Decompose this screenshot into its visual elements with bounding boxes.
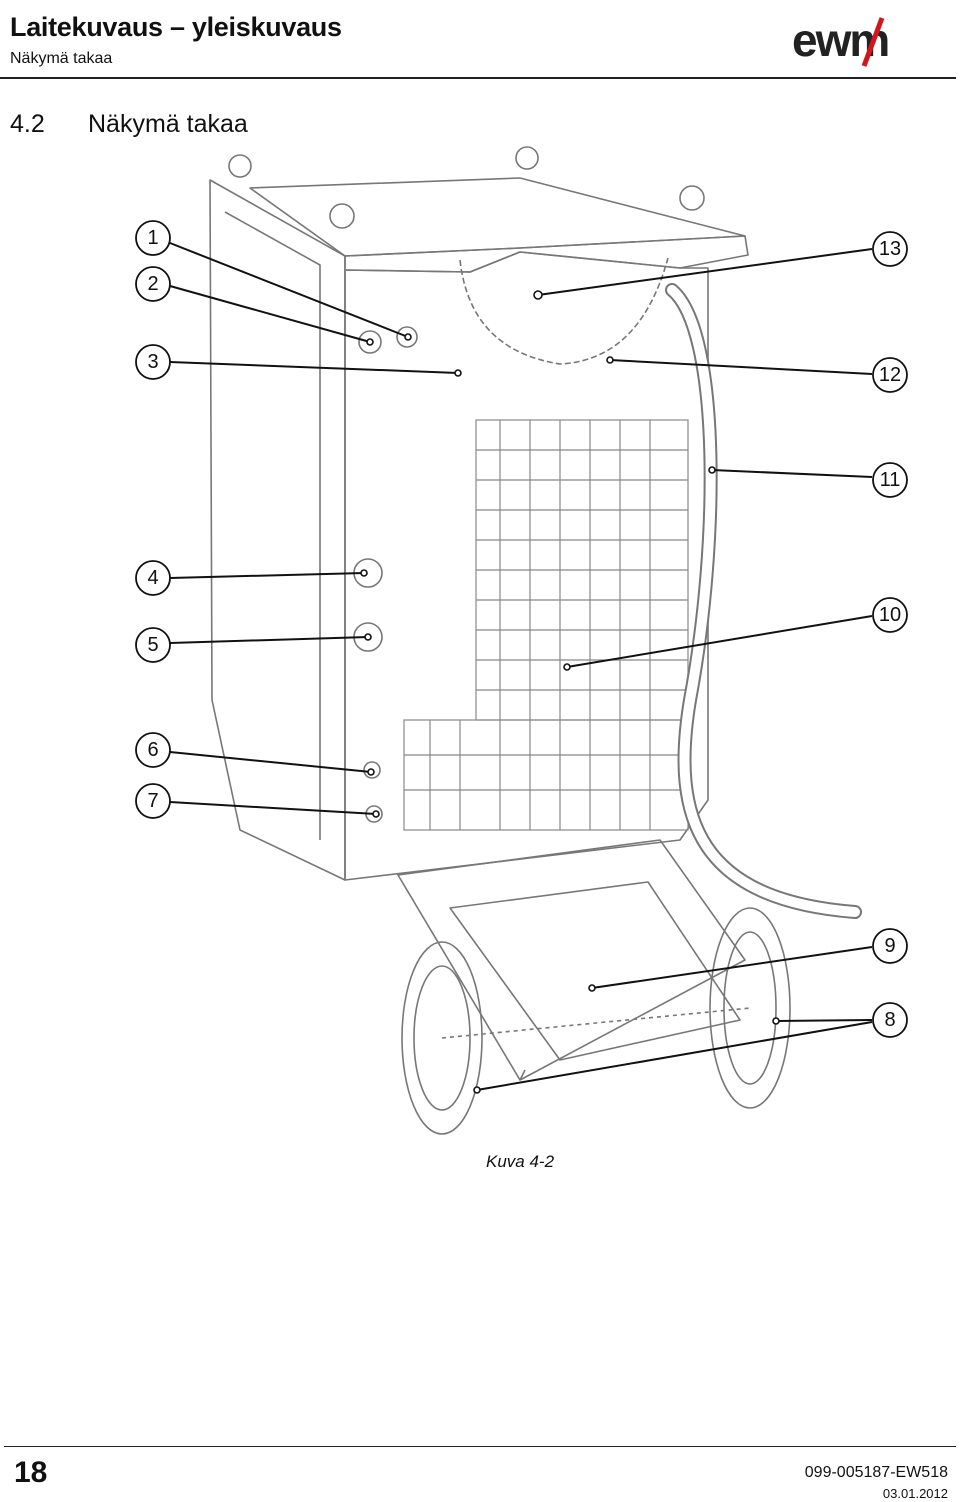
callout-5: 5 [135,627,171,663]
leader-7 [169,801,377,815]
svg-text:6: 6 [147,739,158,761]
callout-3: 3 [135,344,171,380]
callout-4: 4 [135,560,171,596]
leader-5 [169,636,369,644]
safety-chain [459,257,669,365]
side-panel [209,179,346,881]
leader-6 [169,751,372,773]
svg-text:13: 13 [879,238,901,260]
header-title: Laitekuvaus – yleiskuvaus [10,12,342,42]
lifting-eye [228,154,252,178]
callout-6: 6 [135,732,171,768]
wheel-right [709,907,791,1109]
side-panel-edge [224,211,321,840]
gas-bottle-tray [449,881,741,1061]
figure-caption: Kuva 4-2 [486,1152,555,1171]
gas-hose [667,285,860,917]
section-number: 4.2 [10,110,45,138]
socket [358,330,382,354]
leader-12 [609,359,873,375]
rear-panel [344,251,709,881]
section-heading: 4.2 Näkymä takaa [10,110,248,139]
svg-text:12: 12 [879,364,901,386]
leader-point [772,1017,780,1025]
footer-divider [4,1446,956,1447]
callout-9: 9 [872,928,908,964]
svg-text:2: 2 [147,273,158,295]
leader-point [454,369,462,377]
leader-point [563,663,571,671]
wheel-left-hub [413,965,471,1111]
header-divider [0,77,956,79]
leader-11 [711,469,873,478]
leader-8a [775,1019,873,1022]
leader-point [606,356,614,364]
svg-text:5: 5 [147,634,158,656]
callout-7: 7 [135,783,171,819]
leader-3 [169,361,459,374]
leader-point [533,290,543,300]
callout-11: 11 [872,462,908,498]
svg-text:10: 10 [879,604,901,626]
ewm-logo: ewm [792,16,890,67]
leader-9 [591,946,873,989]
machine-rear-view-drawing: 1 2 3 4 5 6 7 8 9 10 11 12 13 [135,146,908,1135]
leader-point [367,768,375,776]
callout-1: 1 [135,220,171,256]
leader-10 [566,615,873,668]
leader-point [366,338,374,346]
lifting-eye [515,146,539,170]
leader-13 [537,248,873,296]
lifting-eye [329,203,355,229]
socket [396,326,418,348]
leader-point [364,633,372,641]
leader-point [372,810,380,818]
leader-point [404,333,412,341]
wheel-left [401,941,483,1135]
leader-point [360,569,368,577]
page-number: 18 [14,1456,48,1489]
lifting-eye [679,185,705,211]
leader-point [473,1086,481,1094]
svg-text:1: 1 [147,227,158,249]
trolley-frame [397,839,746,1081]
callout-13: 13 [872,231,908,267]
logo-red-slash [861,17,885,67]
svg-text:8: 8 [884,1009,895,1031]
leader-2 [169,285,371,343]
callout-12: 12 [872,357,908,393]
section-title: Näkymä takaa [88,110,248,138]
header-subtitle: Näkymä takaa [10,50,113,67]
leader-4 [169,572,365,579]
leader-point [708,466,716,474]
leader-8b [476,1021,873,1091]
callout-8: 8 [872,1002,908,1038]
wheel-right-hub [723,931,777,1085]
leader-1 [169,242,409,338]
svg-text:9: 9 [884,935,895,957]
svg-text:4: 4 [147,567,158,589]
callout-10: 10 [872,597,908,633]
axle [441,1007,751,1039]
tray-edge [519,1069,526,1081]
svg-text:3: 3 [147,351,158,373]
svg-text:7: 7 [147,790,158,812]
callout-2: 2 [135,266,171,302]
ventilation-grille [403,419,689,831]
coolant-connector [363,761,381,779]
svg-text:11: 11 [880,469,901,491]
document-id: 099-005187-EW518 [804,1464,948,1481]
document-date: 03.01.2012 [882,1486,948,1501]
leader-point [588,984,596,992]
